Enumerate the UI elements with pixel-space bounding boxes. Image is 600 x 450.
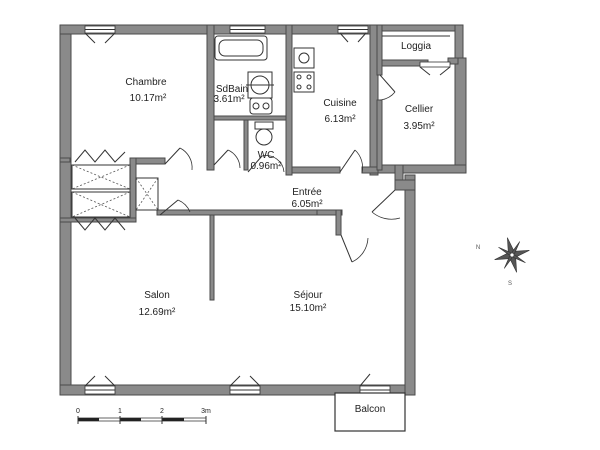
scale-bar: 0 1 2 3m — [76, 408, 211, 424]
toilet-bowl — [255, 128, 273, 146]
toilet-tank — [254, 121, 274, 130]
compass-letter-s: S — [508, 281, 512, 287]
stove — [293, 71, 315, 93]
room-name-sejour: Séjour — [294, 290, 324, 301]
compass-rose — [494, 237, 530, 273]
room-area-chambre: 10.17m² — [130, 93, 167, 104]
room-name-balcon: Balcon — [355, 404, 386, 415]
room-area-wc: 0.96m² — [250, 161, 282, 172]
room-area-cuisine: 6.13m² — [324, 114, 356, 125]
window-flaps — [84, 32, 451, 387]
room-name-sdbain: SdBain — [216, 84, 248, 95]
compass-letter-n: N — [476, 245, 480, 251]
room-name-wc: WC — [258, 150, 275, 161]
scale-tick-3: 3m — [201, 408, 211, 415]
room-area-sejour: 15.10m² — [290, 303, 327, 314]
kitchen-sink — [293, 47, 315, 69]
room-labels: Chambre 10.17m² SdBain 3.61m² Cuisine 6.… — [125, 41, 435, 415]
room-area-sdbain: 3.61m² — [213, 94, 245, 105]
room-area-cellier: 3.95m² — [403, 121, 435, 132]
balcony — [334, 392, 406, 432]
fixtures — [214, 35, 450, 146]
scale-tick-1: 1 — [118, 408, 122, 415]
doors — [74, 74, 401, 263]
room-area-salon: 12.69m² — [139, 307, 176, 318]
room-name-salon: Salon — [144, 290, 170, 301]
room-name-loggia: Loggia — [401, 41, 431, 52]
bathtub — [214, 35, 268, 61]
room-area-entree: 6.05m² — [291, 199, 323, 210]
room-name-cellier: Cellier — [405, 104, 434, 115]
room-name-chambre: Chambre — [125, 77, 167, 88]
interior-walls — [59, 24, 459, 301]
room-name-entree: Entrée — [292, 187, 322, 198]
closets — [71, 164, 159, 218]
scale-tick-0: 0 — [76, 408, 80, 415]
scale-tick-2: 2 — [160, 408, 164, 415]
windows — [84, 25, 451, 395]
bathroom-sink — [249, 97, 273, 115]
room-name-cuisine: Cuisine — [323, 98, 357, 109]
